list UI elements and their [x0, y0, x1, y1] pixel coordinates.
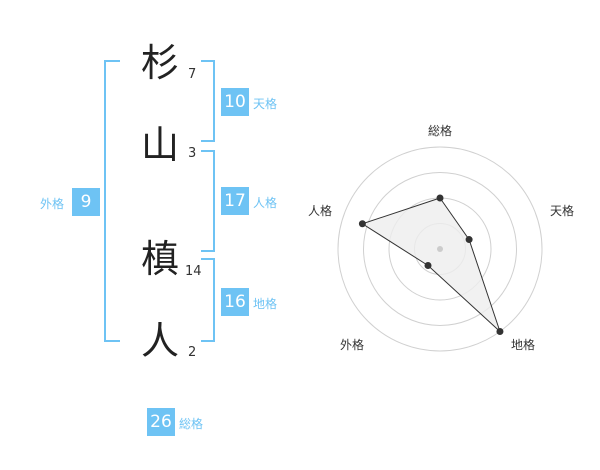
- radar-label-tenkaku: 天格: [550, 204, 575, 218]
- jinkaku-bracket: [201, 150, 215, 252]
- radar-point-1: [436, 194, 444, 202]
- radar-ring: [363, 172, 517, 326]
- gaikaku-label: 外格: [40, 197, 65, 211]
- gaikaku-value: 9: [72, 188, 100, 216]
- jinkaku-label: 人格: [253, 196, 278, 210]
- jinkaku-value: 17: [221, 187, 249, 215]
- tenkaku-bracket: [201, 60, 215, 142]
- soukaku-label: 総格: [179, 417, 204, 431]
- radar-label-gaikaku: 外格: [340, 338, 365, 352]
- radar-label-jinkaku: 人格: [308, 204, 333, 218]
- chikaku-label: 地格: [253, 297, 278, 311]
- radar-label-soukaku: 総格: [428, 124, 453, 138]
- radar-point-2: [465, 236, 473, 244]
- radar-ring: [337, 146, 543, 352]
- soukaku-value: 26: [147, 408, 175, 436]
- radar-point-5: [358, 220, 366, 228]
- gaikaku-bracket: [104, 60, 120, 342]
- name-char-4: 人: [141, 319, 180, 363]
- stroke-count-4: 2: [188, 345, 197, 360]
- name-char-3: 槙: [141, 237, 180, 281]
- tenkaku-value: 10: [221, 88, 249, 116]
- radar-point-3: [496, 328, 504, 336]
- tenkaku-label: 天格: [253, 97, 278, 111]
- radar-point-4: [424, 262, 432, 270]
- stroke-count-2: 3: [188, 146, 197, 161]
- stroke-count-1: 7: [188, 67, 197, 82]
- radar-label-chikaku: 地格: [511, 338, 536, 352]
- chikaku-value: 16: [221, 288, 249, 316]
- stroke-count-3: 14: [185, 264, 202, 279]
- chikaku-bracket: [201, 258, 215, 342]
- radar-center-dot: [437, 246, 443, 252]
- name-char-2: 山: [141, 123, 180, 167]
- name-char-1: 杉: [141, 41, 180, 85]
